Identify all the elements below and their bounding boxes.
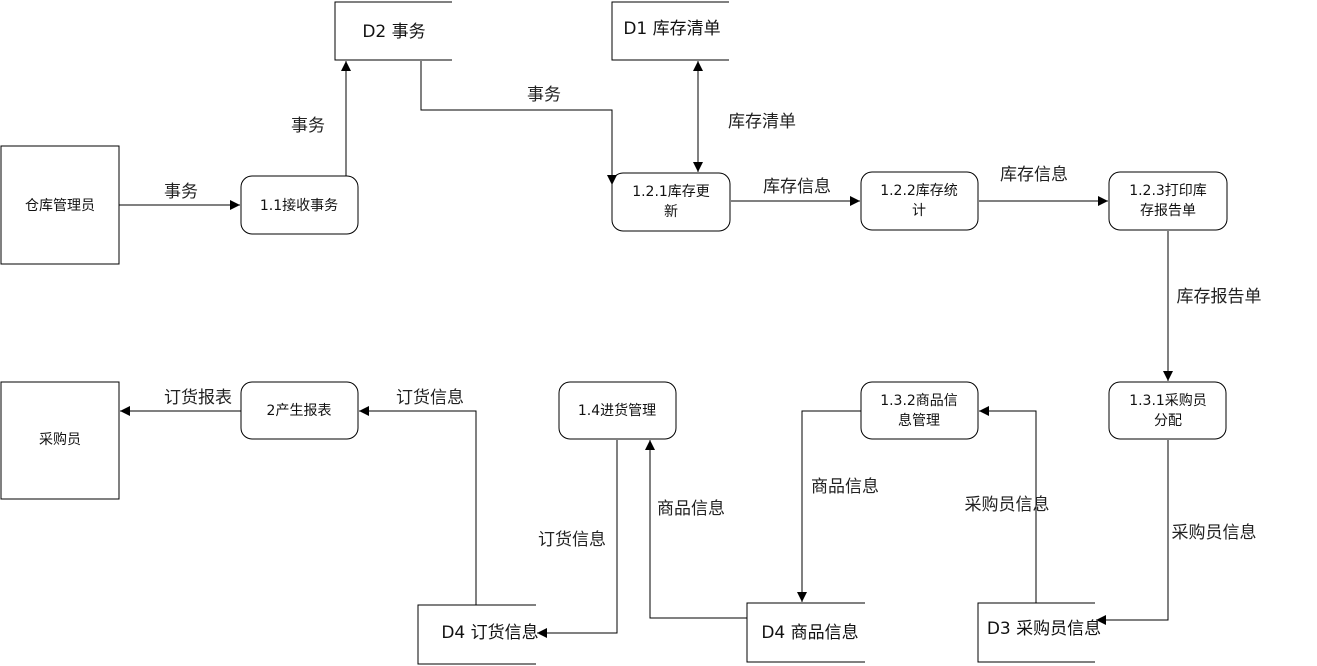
flow-label-d3-to-goodsmgmt: 采购员信息 <box>965 495 1050 515</box>
process-1-2-3-label-line2: 存报告单 <box>1140 203 1196 219</box>
process-1-2-2-label-line1: 1.2.2库存统 <box>880 183 958 199</box>
entity-warehouse-manager: 仓库管理员 <box>0 145 120 265</box>
flow-label-report-to-buyer: 订货报表 <box>164 388 232 408</box>
flow-label-d2-to-update: 事务 <box>527 85 561 105</box>
flow-label-receive-to-d2: 事务 <box>291 116 325 136</box>
flow-arrow-d4-to-purchase <box>645 440 747 619</box>
flow-arrow-d2-to-update <box>420 61 617 185</box>
flow-label-stat-to-print: 库存信息 <box>1000 165 1068 185</box>
flow-arrow-goodsmgmt-to-d4 <box>797 410 861 602</box>
store-d1-label: D1 库存清单 <box>623 19 720 39</box>
process-1-3-1: 1.3.1采购员 分配 <box>1108 381 1227 440</box>
entity-buyer: 采购员 <box>0 381 120 500</box>
store-d2: D2 事务 <box>334 1 452 61</box>
flow-label-goodsmgmt-to-d4: 商品信息 <box>811 477 879 497</box>
flow-label-assign-to-d3: 采购员信息 <box>1172 523 1257 543</box>
process-1-2-1-label-line1: 1.2.1库存更 <box>632 184 710 200</box>
store-d4-order-label: D4 订货信息 <box>441 623 538 643</box>
process-1-2-2: 1.2.2库存统 计 <box>860 171 979 231</box>
entity-buyer-label: 采购员 <box>39 432 81 448</box>
process-1-3-2-label-line1: 1.3.2商品信 <box>880 393 958 409</box>
process-1-3-1-label-line1: 1.3.1采购员 <box>1129 393 1207 409</box>
entity-warehouse-manager-label: 仓库管理员 <box>25 198 95 214</box>
flow-label-update-to-stat: 库存信息 <box>763 177 831 197</box>
flow-arrow-d4order-to-report <box>359 406 477 605</box>
process-1-2-3: 1.2.3打印库 存报告单 <box>1108 171 1228 231</box>
flow-label-mgr-to-receive: 事务 <box>164 182 198 202</box>
process-1-1-label: 1.1接收事务 <box>260 197 338 214</box>
flow-label-purchase-to-d4order: 订货信息 <box>538 530 606 550</box>
process-1-4-label: 1.4进货管理 <box>578 402 656 419</box>
store-d3-label: D3 采购员信息 <box>987 619 1101 639</box>
store-d1: D1 库存清单 <box>611 1 729 61</box>
store-d3: D3 采购员信息 <box>977 602 1101 663</box>
process-1-3-2-label-line2: 息管理 <box>898 412 940 429</box>
flow-label-d4-to-purchase: 商品信息 <box>657 499 725 519</box>
process-1-4: 1.4进货管理 <box>558 381 677 440</box>
process-1-2-2-label-line2: 计 <box>912 203 926 219</box>
flow-arrow-assign-to-d3 <box>1096 440 1169 625</box>
store-d4-order: D4 订货信息 <box>417 604 539 665</box>
process-1-2-1-label-line2: 新 <box>664 204 678 220</box>
process-1-2-1: 1.2.1库存更 新 <box>611 172 731 232</box>
flow-label-d1-update: 库存清单 <box>728 112 796 132</box>
flow-label-d4order-to-report: 订货信息 <box>396 388 464 408</box>
store-d2-label: D2 事务 <box>362 22 425 42</box>
process-1-2-3-label-line1: 1.2.3打印库 <box>1129 182 1207 199</box>
flow-arrow-purchase-to-d4order <box>537 440 618 638</box>
process-1-3-2: 1.3.2商品信 息管理 <box>860 381 979 440</box>
process-2: 2产生报表 <box>240 381 359 440</box>
process-1-1: 1.1接收事务 <box>240 175 359 235</box>
store-d4-goods-label: D4 商品信息 <box>761 623 858 643</box>
store-d4-goods: D4 商品信息 <box>746 602 865 663</box>
process-1-3-1-label-line2: 分配 <box>1154 413 1182 429</box>
flow-label-print-to-assign: 库存报告单 <box>1177 287 1262 307</box>
process-2-label: 2产生报表 <box>267 403 332 419</box>
flow-arrow-d3-to-goodsmgmt <box>979 406 1037 603</box>
